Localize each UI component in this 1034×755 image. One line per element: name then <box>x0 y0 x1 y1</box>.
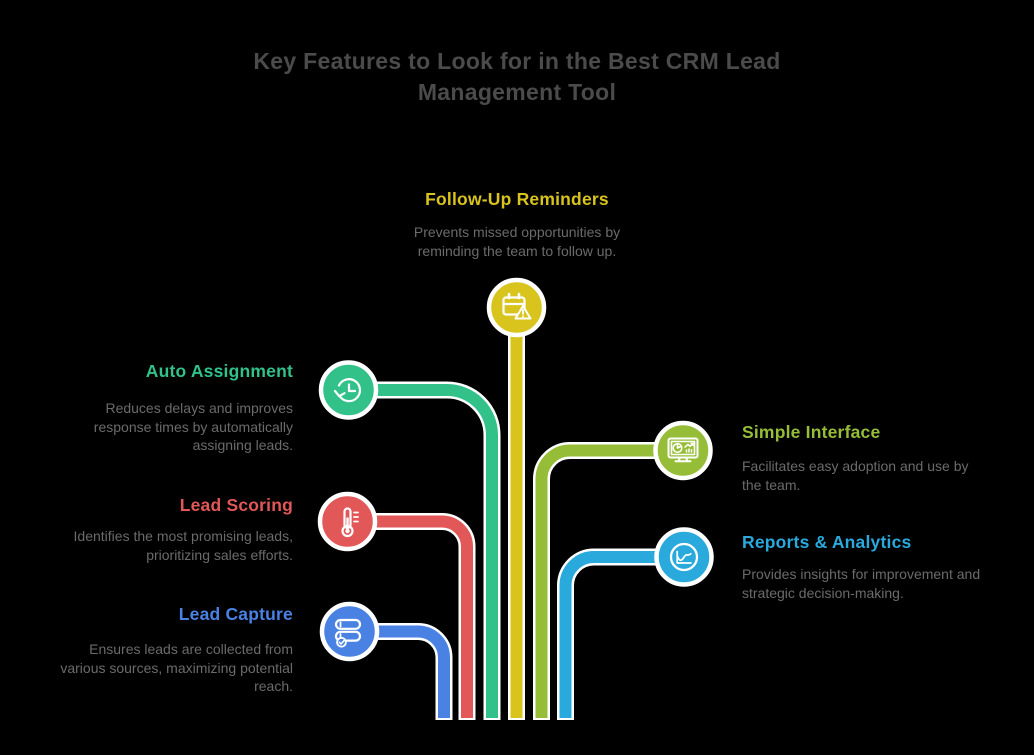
feature-title-lead-scoring: Lead Scoring <box>179 495 293 515</box>
wire-reports-analytics <box>557 548 684 720</box>
line-chart-icon <box>669 542 699 572</box>
history-clock-icon <box>333 378 362 403</box>
feature-description-reports-analytics: Provides insights for improvement and st… <box>742 566 981 601</box>
feature-title-reports-analytics: Reports & Analytics <box>742 532 912 552</box>
thermometer-icon <box>341 507 359 538</box>
wire-lead-capture <box>349 623 453 720</box>
feature-description-follow-up-reminders: Prevents missed opportunities by remindi… <box>413 224 621 259</box>
lead-scoring-node <box>317 491 378 552</box>
reports-analytics-node <box>654 527 714 587</box>
dashboard-monitor-icon <box>667 437 699 463</box>
wire-lead-scoring <box>347 513 476 720</box>
feature-description-lead-scoring: Identifies the most promising leads, pri… <box>73 528 293 563</box>
feature-title-lead-capture: Lead Capture <box>178 604 293 624</box>
follow-up-reminders-node <box>486 277 547 338</box>
simple-interface-node <box>653 420 713 481</box>
calendar-alert-icon <box>502 292 532 320</box>
page-title: Key Features to Look for in the Best CRM… <box>253 48 781 105</box>
feature-title-simple-interface: Simple Interface <box>742 422 881 442</box>
wire-auto-assignment <box>348 381 501 720</box>
lead-capture-node <box>319 601 380 662</box>
feature-title-follow-up-reminders: Follow-Up Reminders <box>425 189 609 209</box>
form-fields-icon <box>334 618 362 648</box>
feature-description-simple-interface: Facilitates easy adoption and use by the… <box>742 458 969 493</box>
feature-description-auto-assignment: Reduces delays and improves response tim… <box>93 400 293 453</box>
feature-title-auto-assignment: Auto Assignment <box>145 361 293 381</box>
auto-assignment-node <box>318 360 379 420</box>
feature-description-lead-capture: Ensures leads are collected from various… <box>60 641 293 694</box>
wire-simple-interface <box>533 442 683 720</box>
